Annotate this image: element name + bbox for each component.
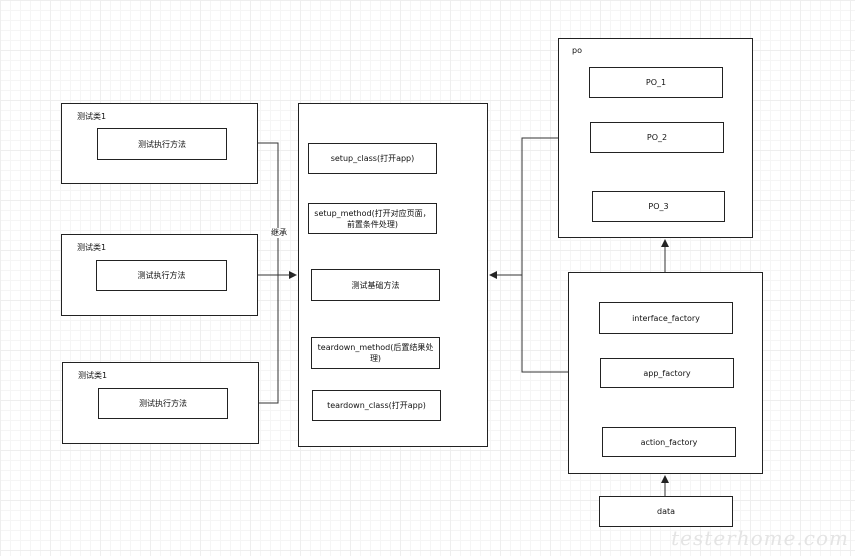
base-item-teardown-class: teardown_class(打开app) xyxy=(312,390,441,421)
po-item-3: PO_3 xyxy=(592,191,725,222)
factory-container: interface_factory app_factory action_fac… xyxy=(568,272,763,474)
inherit-label: 继承 xyxy=(270,228,288,238)
base-item-setup-method: setup_method(打开对应页面，前置条件处理) xyxy=(308,203,437,234)
watermark: testerhome.com xyxy=(671,526,849,550)
base-item-teardown-method: teardown_method(后置结果处理) xyxy=(311,337,440,369)
po-title: po xyxy=(572,46,582,55)
test-class-1-method: 测试执行方法 xyxy=(97,128,227,160)
base-class: setup_class(打开app) setup_method(打开对应页面，前… xyxy=(298,103,488,447)
factory-item-app: app_factory xyxy=(600,358,734,388)
po-item-2: PO_2 xyxy=(590,122,724,153)
test-class-1: 测试类1 测试执行方法 xyxy=(61,103,258,184)
po-container: po PO_1 PO_2 PO_3 xyxy=(558,38,753,238)
factory-to-base-edge xyxy=(521,275,568,373)
po-item-1: PO_1 xyxy=(589,67,723,98)
factory-item-action: action_factory xyxy=(602,427,736,457)
po-to-base-edge xyxy=(489,137,558,279)
test-class-1-title: 测试类1 xyxy=(77,112,107,121)
test-class-2-method: 测试执行方法 xyxy=(96,260,227,291)
data-box: data xyxy=(599,496,733,527)
base-item-setup-class: setup_class(打开app) xyxy=(308,143,437,174)
inherit-edge-1 xyxy=(258,142,297,279)
inherit-edge-3 xyxy=(259,275,279,404)
factory-item-interface: interface_factory xyxy=(599,302,733,334)
test-class-2-title: 测试类1 xyxy=(77,243,107,252)
test-class-3-title: 测试类1 xyxy=(78,371,108,380)
test-class-2: 测试类1 测试执行方法 xyxy=(61,234,258,316)
base-item-base-methods: 测试基础方法 xyxy=(311,269,440,301)
test-class-3: 测试类1 测试执行方法 xyxy=(62,362,259,444)
test-class-3-method: 测试执行方法 xyxy=(98,388,228,419)
